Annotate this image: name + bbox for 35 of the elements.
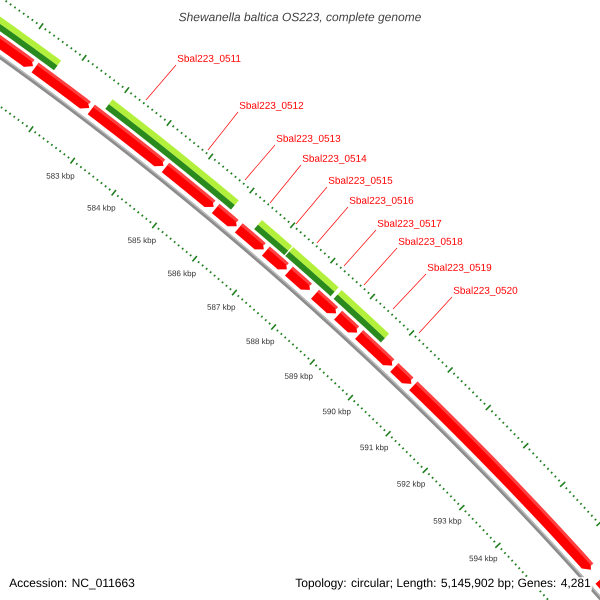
gene-label: Sbal223_0512 — [240, 102, 304, 111]
tick-label: 591 kbp — [360, 444, 388, 452]
gene-label: Sbal223_0519 — [428, 264, 492, 273]
leader-line — [244, 144, 276, 180]
title: Shewanella baltica OS223, complete genome — [178, 12, 421, 24]
gene-label: Sbal223_0514 — [302, 154, 366, 164]
leader-line — [296, 186, 328, 224]
gene-label: Sbal223_0517 — [378, 220, 442, 229]
gene-label: Sbal223_0515 — [328, 176, 392, 186]
leader-line — [418, 296, 452, 334]
gene-label: Sbal223_0511 — [178, 54, 240, 64]
footer-text: Topology: circular; Length: 5,145,902 bp; Genes: 4,281 — [294, 577, 592, 590]
leader-line — [208, 112, 238, 150]
leader-line — [146, 64, 176, 100]
leader-line — [344, 230, 376, 266]
leader-line — [364, 248, 398, 286]
tick-label: 588 kbp — [246, 338, 274, 346]
tick-label: 589 kbp — [284, 373, 313, 380]
footer-text: Accession: NC_011663 — [8, 577, 136, 590]
gene-label: Sbal223_0518 — [398, 238, 462, 247]
gene-label: Sbal223_0520 — [454, 286, 518, 296]
tick-label: 586 kbp — [168, 270, 196, 278]
leader-line — [392, 274, 426, 310]
gene-label: Sbal223_0513 — [276, 134, 340, 144]
tick-label: 587 kbp — [207, 304, 236, 312]
leader-line — [270, 164, 302, 204]
tick-label: 585 kbp — [128, 237, 156, 245]
tick-label: 593 kbp — [434, 518, 462, 526]
tick-label: 583 kbp — [46, 172, 74, 180]
leader-line — [316, 206, 348, 244]
tick-label: 592 kbp — [397, 480, 425, 488]
tick-label: 594 kbp — [469, 555, 498, 563]
gene-label: Sbal223_0516 — [350, 196, 414, 206]
tick-label: 584 kbp — [87, 204, 116, 212]
tick-label: 590 kbp — [322, 408, 351, 416]
